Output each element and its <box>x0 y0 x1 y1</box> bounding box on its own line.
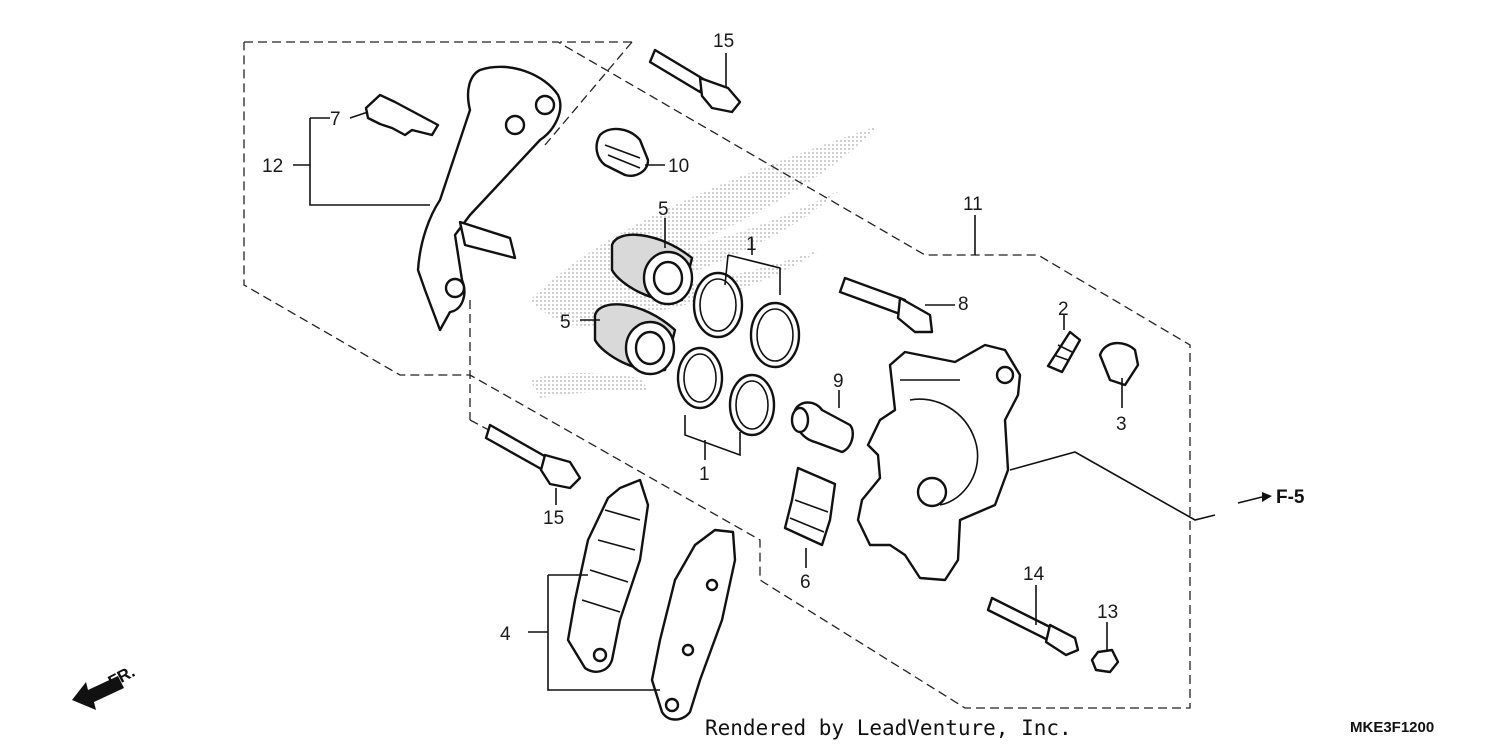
label-12: 12 <box>262 156 283 177</box>
boot <box>595 127 650 177</box>
label-15-top: 15 <box>713 31 734 52</box>
leader-lines <box>293 53 1272 691</box>
brake-pad-outer <box>566 478 650 673</box>
label-5-upper: 5 <box>658 199 669 220</box>
label-1-upper: 1 <box>746 234 757 255</box>
reference-label: F-5 <box>1276 487 1305 508</box>
callout-labels: 7 12 15 10 5 5 1 1 11 8 2 9 3 F-5 15 6 1… <box>262 31 1305 645</box>
label-7: 7 <box>330 109 341 130</box>
bolt-lower <box>484 423 582 490</box>
label-11: 11 <box>963 194 983 215</box>
pin-bolt <box>838 276 934 334</box>
caliper-bracket <box>416 65 562 332</box>
pad-pin <box>986 596 1080 657</box>
label-6: 6 <box>800 572 811 593</box>
piston-upper <box>610 233 694 306</box>
bleeder-valve <box>1046 330 1082 374</box>
caliper-pin-with-boot <box>790 401 854 454</box>
label-5-lower: 5 <box>560 312 571 333</box>
label-14: 14 <box>1023 564 1045 585</box>
label-8: 8 <box>958 294 969 315</box>
label-2: 2 <box>1058 299 1069 320</box>
label-1-lower: 1 <box>699 464 710 485</box>
label-4: 4 <box>500 624 511 645</box>
front-direction-indicator: FR. <box>72 662 138 710</box>
label-9: 9 <box>833 371 844 392</box>
label-3: 3 <box>1116 414 1127 435</box>
label-10: 10 <box>668 156 689 177</box>
brake-pad-inner <box>650 528 737 721</box>
label-13: 13 <box>1097 602 1118 623</box>
front-arrow-icon <box>72 676 124 710</box>
credit-text: Rendered by LeadVenture, Inc. <box>705 716 1072 740</box>
label-15-lower: 15 <box>543 508 564 529</box>
pad-spring <box>364 93 440 137</box>
piston-lower <box>593 303 677 376</box>
caliper-body <box>856 343 1022 582</box>
pad-retainer <box>783 466 837 547</box>
bleeder-cap <box>1098 341 1140 387</box>
bolt-top <box>648 48 742 114</box>
piston-seals <box>676 271 801 437</box>
pin-plug <box>1090 648 1120 674</box>
diagram-code: MKE3F1200 <box>1350 719 1434 736</box>
